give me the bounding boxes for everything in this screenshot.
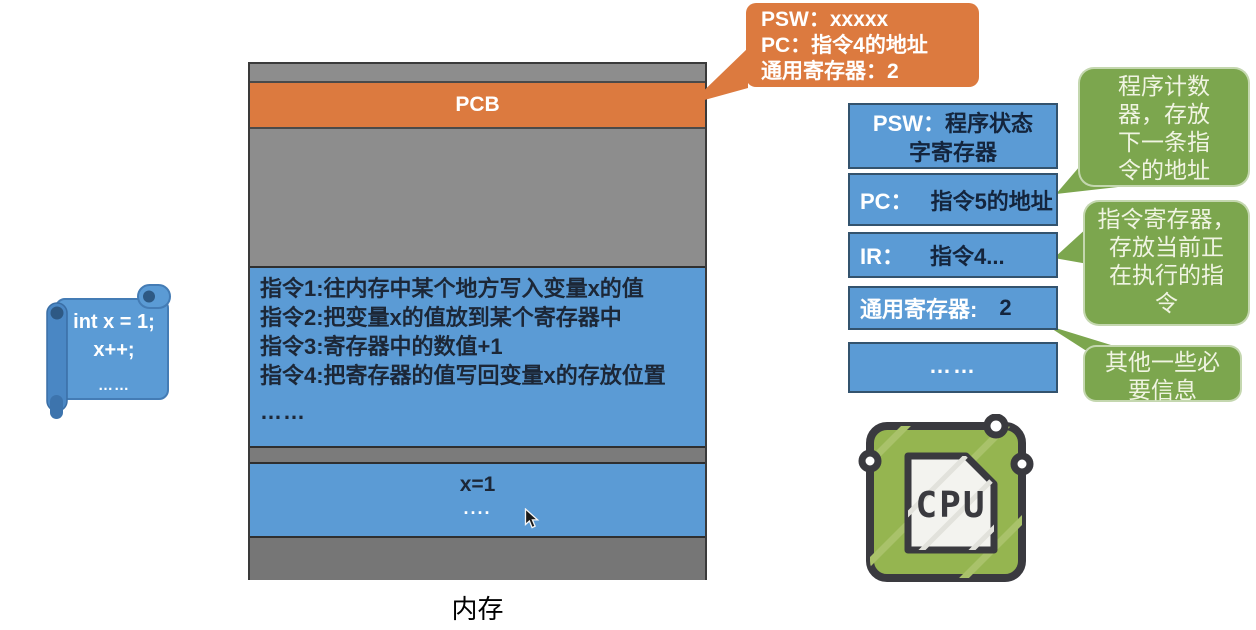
register-label: PSW：: [872, 111, 946, 136]
callout-line: PSW：xxxxx: [761, 8, 889, 31]
memory-caption: 内存: [451, 594, 504, 624]
register-pc: PC： 指令5的地址: [848, 173, 1058, 226]
variable-dots: ....: [463, 498, 492, 518]
note-line: 在执行的指: [1109, 262, 1224, 288]
instruction-line: 指令2:把变量x的值放到某个寄存器中: [260, 305, 622, 330]
instruction-line: 指令1:往内存中某个地方写入变量x的值: [260, 276, 644, 301]
memory-column: PCB 指令1:往内存中某个地方写入变量x的值 指令2:把变量x的值放到某个寄存…: [248, 62, 707, 580]
note-line: 存放当前正: [1109, 234, 1224, 260]
register-label: 通用寄存器:: [860, 297, 978, 322]
register-label: PC：: [860, 188, 913, 214]
note-line: 器，存放: [1118, 101, 1210, 127]
pcb-label: PCB: [455, 93, 500, 116]
memory-free-strip: [250, 538, 705, 580]
register-value: 2: [999, 295, 1012, 320]
pc-note-callout: 程序计数 器，存放 下一条指 令的地址: [1078, 67, 1250, 187]
variable-value: x=1: [459, 473, 496, 496]
cpu-icon: CPU: [858, 414, 1034, 582]
note-line: 指令寄存器，: [1097, 206, 1236, 232]
code-line: x++;: [93, 339, 135, 361]
callout-line: PC：指令4的地址: [761, 34, 928, 57]
register-more: ……: [848, 342, 1058, 393]
pcb-block: PCB: [250, 81, 705, 129]
other-note-callout: 其他一些必 要信息: [1083, 345, 1242, 403]
register-label: IR：: [860, 244, 905, 269]
code-line: int x = 1;: [73, 311, 155, 333]
register-value: 指令5的地址: [930, 188, 1053, 214]
code-text: int x = 1; x++; ……: [58, 311, 170, 394]
register-dots: ……: [929, 353, 977, 378]
instruction-line: 指令3:寄存器中的数值+1: [260, 334, 503, 359]
note-line: 令的地址: [1118, 157, 1210, 183]
psw-snapshot-callout: PSW：xxxxx PC：指令4的地址 通用寄存器：2: [746, 3, 979, 87]
memory-free-strip: [250, 448, 705, 462]
ir-note-callout: 指令寄存器， 存放当前正 在执行的指 令: [1083, 200, 1250, 326]
instruction-block: 指令1:往内存中某个地方写入变量x的值 指令2:把变量x的值放到某个寄存器中 指…: [250, 266, 705, 448]
psw-callout-tail: [690, 48, 748, 104]
register-value: 指令4...: [930, 244, 1005, 269]
register-psw-line2: 字寄存器: [908, 140, 997, 165]
mouse-cursor-icon: [524, 508, 540, 529]
code-scroll: int x = 1; x++; ……: [34, 283, 179, 423]
code-line-ellipsis: ……: [98, 377, 130, 394]
register-general: 通用寄存器: 2: [848, 286, 1058, 330]
callout-line: 通用寄存器：2: [761, 60, 899, 83]
register-psw-line1: PSW：程序状态: [850, 109, 1056, 138]
instruction-line: 指令4:把寄存器的值写回变量x的存放位置: [260, 363, 666, 388]
note-line: 要信息: [1128, 377, 1197, 403]
scroll-shape-icon: [46, 284, 171, 419]
variable-block: x=1 ....: [250, 462, 705, 538]
note-line: 程序计数: [1118, 73, 1210, 99]
other-note-tail: [1046, 325, 1124, 350]
instruction-line-ellipsis: ……: [260, 399, 306, 424]
cpu-chip-label: CPU: [915, 485, 986, 526]
note-line: 令: [1155, 290, 1178, 316]
register-ir: IR： 指令4...: [848, 232, 1058, 278]
register-value: 程序状态: [945, 111, 1034, 136]
ir-note-tail: [1054, 227, 1088, 264]
register-psw: PSW：程序状态 字寄存器: [848, 103, 1058, 169]
note-line: 其他一些必: [1105, 349, 1220, 375]
note-line: 下一条指: [1118, 129, 1210, 155]
